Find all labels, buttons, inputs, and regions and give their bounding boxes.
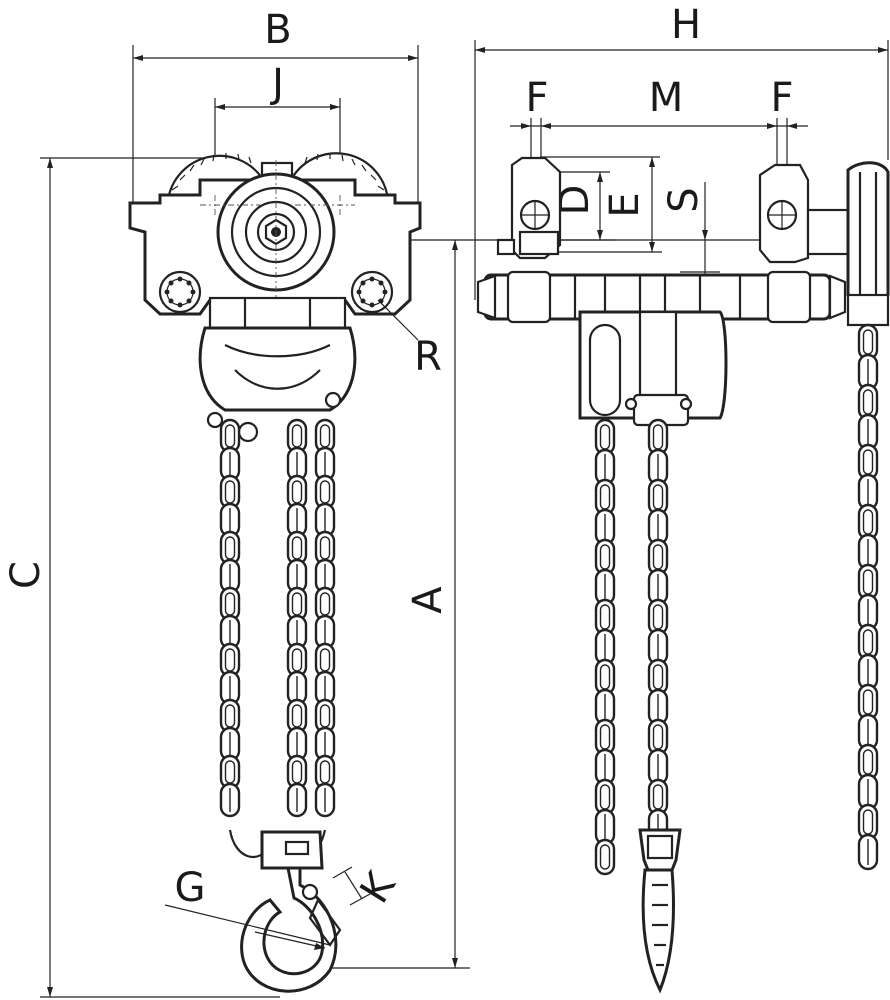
chain-link: [594, 478, 616, 516]
hand-chain-side: [594, 323, 879, 876]
chain-link: [314, 446, 336, 482]
label-g: G: [175, 865, 206, 911]
bottom-hook-block: [240, 830, 342, 993]
chain-link: [219, 782, 241, 818]
dimension-g: G: [164, 865, 331, 950]
hoist-body: [198, 296, 357, 443]
chain-link: [286, 558, 308, 594]
label-e: E: [602, 192, 648, 217]
front-view: B J C A: [3, 7, 470, 998]
chain-link: [314, 726, 336, 762]
hand-chain-front: [219, 418, 336, 858]
label-b: B: [264, 7, 291, 53]
dimension-h: H: [474, 2, 889, 300]
side-view: H F M F: [470, 2, 890, 994]
dimension-r: R: [377, 299, 442, 380]
trolley-side: [476, 156, 890, 327]
label-k: K: [352, 863, 406, 911]
hoist-side-body: [578, 310, 728, 427]
chain-link: [594, 718, 616, 756]
chain-link: [286, 782, 308, 818]
chain-link: [594, 538, 616, 576]
chain-link: [219, 642, 241, 678]
chain-link: [286, 446, 308, 482]
chain-link: [594, 508, 616, 546]
chain-link: [286, 418, 308, 454]
chain-link: [857, 413, 879, 451]
dimension-b: B: [132, 7, 419, 210]
label-f-left: F: [525, 75, 548, 121]
label-r: R: [414, 334, 442, 380]
chain-link: [647, 718, 669, 756]
chain-link: [286, 698, 308, 734]
chain-link: [219, 614, 241, 650]
chain-link: [594, 748, 616, 786]
dimension-d-e-s: D E S: [470, 156, 840, 292]
chain-link: [857, 713, 879, 751]
chain-link: [219, 474, 241, 510]
chain-link: [286, 670, 308, 706]
side-hook: [638, 828, 682, 994]
dimension-k: K: [332, 863, 406, 911]
chain-link: [857, 833, 879, 871]
chain-link: [857, 383, 879, 421]
chain-link: [857, 443, 879, 481]
chain-link: [594, 658, 616, 696]
label-s: S: [661, 187, 707, 212]
chain-link: [219, 418, 241, 454]
chain-link: [219, 726, 241, 762]
chain-link: [594, 838, 616, 876]
dimension-m-f: F M F: [510, 75, 808, 190]
label-m: M: [649, 75, 684, 121]
label-c: C: [3, 561, 49, 589]
chain-link: [219, 754, 241, 790]
chain-link: [594, 808, 616, 846]
chain-link: [286, 754, 308, 790]
dimension-c: C: [3, 157, 280, 998]
trolley-body: [128, 160, 422, 316]
label-h: H: [671, 2, 701, 48]
label-f-right: F: [770, 75, 793, 121]
chain-link: [857, 743, 879, 781]
label-j: J: [269, 61, 284, 107]
chain-link: [647, 538, 669, 576]
chain-link: [314, 782, 336, 818]
chain-link: [647, 688, 669, 726]
chain-link: [594, 688, 616, 726]
chain-link: [857, 563, 879, 601]
label-a: A: [405, 586, 451, 614]
